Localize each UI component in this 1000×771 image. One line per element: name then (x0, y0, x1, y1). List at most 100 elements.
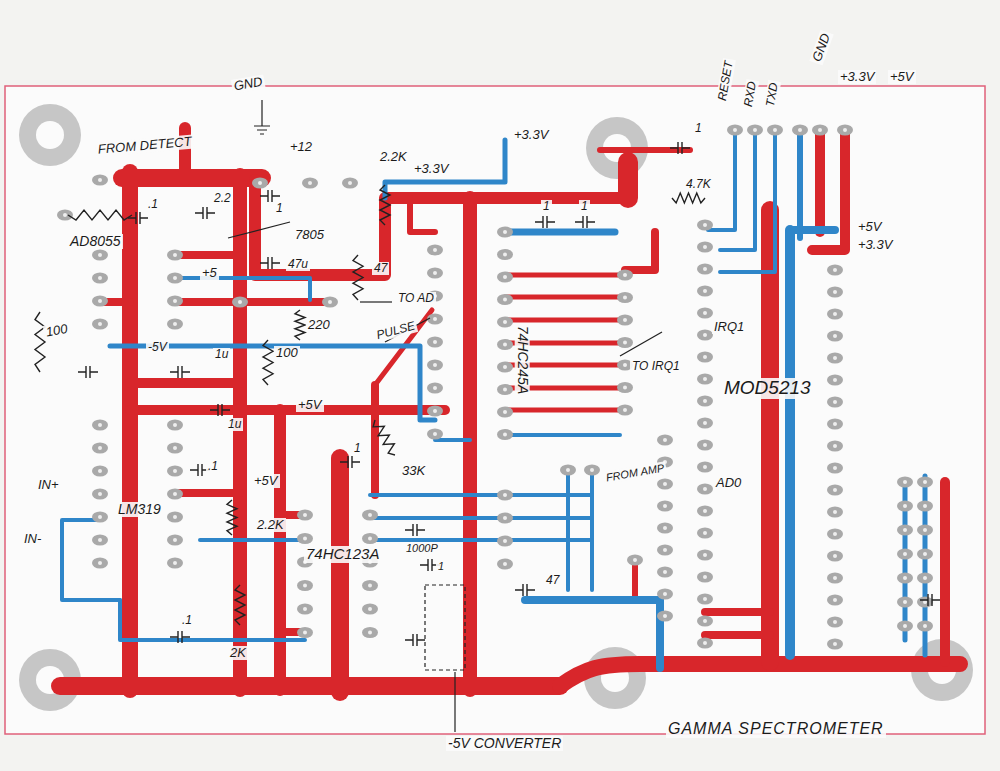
pad-hole (833, 598, 837, 602)
solder-pad (497, 249, 513, 260)
pad-hole (798, 128, 802, 132)
copper-trace-top (410, 198, 435, 232)
solder-pad (697, 506, 713, 517)
copper-trace-bottom (566, 470, 570, 590)
copper-trace-bottom (525, 600, 660, 668)
solder-pad (497, 490, 513, 501)
solder-pad (167, 319, 183, 330)
pad-hole (923, 480, 927, 484)
solder-pad (747, 125, 763, 136)
pcb-annotation: 47 (372, 262, 389, 275)
pad-hole (663, 482, 667, 486)
solder-pad (617, 337, 633, 348)
solder-pad (617, 382, 633, 393)
pad-hole (348, 181, 352, 185)
solder-pad (297, 580, 313, 591)
solder-pad (167, 420, 183, 431)
pad-hole (503, 275, 507, 279)
resistor-symbol (235, 585, 245, 625)
solder-pad (827, 595, 843, 606)
solder-pad (427, 268, 443, 279)
pad-hole (703, 597, 707, 601)
solder-pad (897, 525, 913, 536)
pcb-annotation: 33K (400, 464, 427, 478)
solder-pad (302, 178, 318, 189)
copper-trace-top (130, 405, 445, 415)
pad-hole (833, 532, 837, 536)
solder-pad (657, 435, 673, 446)
solder-pad (497, 513, 513, 524)
solder-pad (362, 510, 378, 521)
copper-trace-top (705, 608, 770, 616)
pad-hole (703, 531, 707, 535)
pad-hole (833, 422, 837, 426)
pad-hole (303, 513, 307, 517)
copper-trace-bottom (505, 229, 615, 236)
solder-pad (167, 443, 183, 454)
solder-pad (827, 265, 843, 276)
solder-pad (697, 330, 713, 341)
pad-hole (818, 128, 822, 132)
pad-hole (503, 365, 507, 369)
solder-pad (827, 353, 843, 364)
solder-pad (697, 638, 713, 649)
capacitor-symbol (575, 216, 595, 228)
pcb-annotation: 74HC245A (514, 324, 529, 397)
pad-hole (833, 554, 837, 558)
pad-hole (63, 213, 67, 217)
capacitor-symbol (170, 631, 190, 643)
pad-hole (503, 388, 507, 392)
copper-trace-bottom (200, 538, 305, 542)
pad-hole (433, 432, 437, 436)
pcb-annotation: +5V (296, 398, 324, 412)
solder-pad (92, 512, 108, 523)
solder-pad (92, 273, 108, 284)
capacitor-symbol (78, 366, 98, 378)
solder-pad (497, 317, 513, 328)
pad-hole (703, 465, 707, 469)
solder-pad (657, 479, 673, 490)
pad-hole (98, 538, 102, 542)
copper-trace-bottom (175, 278, 310, 300)
pad-hole (703, 509, 707, 513)
resistor-symbol (227, 500, 237, 535)
solder-pad (57, 210, 73, 221)
pcb-annotation: 2K (228, 646, 248, 660)
resistor-symbol (35, 312, 45, 372)
mounting-hole-center (36, 121, 64, 149)
pad-hole (503, 539, 507, 543)
solder-pad (657, 589, 673, 600)
pcb-annotation: 4.7K (684, 178, 713, 191)
capacitor-symbol (405, 634, 425, 646)
pcb-annotation: +5V (856, 220, 884, 234)
solder-pad (827, 551, 843, 562)
pad-hole (173, 561, 177, 565)
solder-pad (92, 250, 108, 261)
copper-trace-bottom (120, 600, 305, 640)
solder-pad (362, 580, 378, 591)
pad-hole (703, 289, 707, 293)
solder-pad (232, 297, 248, 308)
solder-pad (917, 621, 933, 632)
solder-pad (167, 296, 183, 307)
solder-pad (697, 440, 713, 451)
pad-hole (433, 409, 437, 413)
pcb-annotation: 100 (274, 346, 300, 360)
pad-hole (703, 641, 707, 645)
pcb-annotation: 1 (693, 122, 704, 135)
solder-pad (827, 331, 843, 342)
pad-hole (923, 624, 927, 628)
solder-pad (427, 337, 443, 348)
pad-hole (833, 576, 837, 580)
pcb-annotation: 47u (286, 258, 310, 271)
solder-pad (252, 178, 268, 189)
solder-pad (827, 419, 843, 430)
pcb-annotation: +3.3V (838, 70, 876, 84)
converter-outline (425, 585, 465, 670)
solder-pad (697, 396, 713, 407)
pad-hole (663, 526, 667, 530)
pad-hole (703, 421, 707, 425)
capacitor-symbol (170, 366, 190, 378)
copper-trace-top (705, 631, 770, 639)
pad-hole (173, 515, 177, 519)
